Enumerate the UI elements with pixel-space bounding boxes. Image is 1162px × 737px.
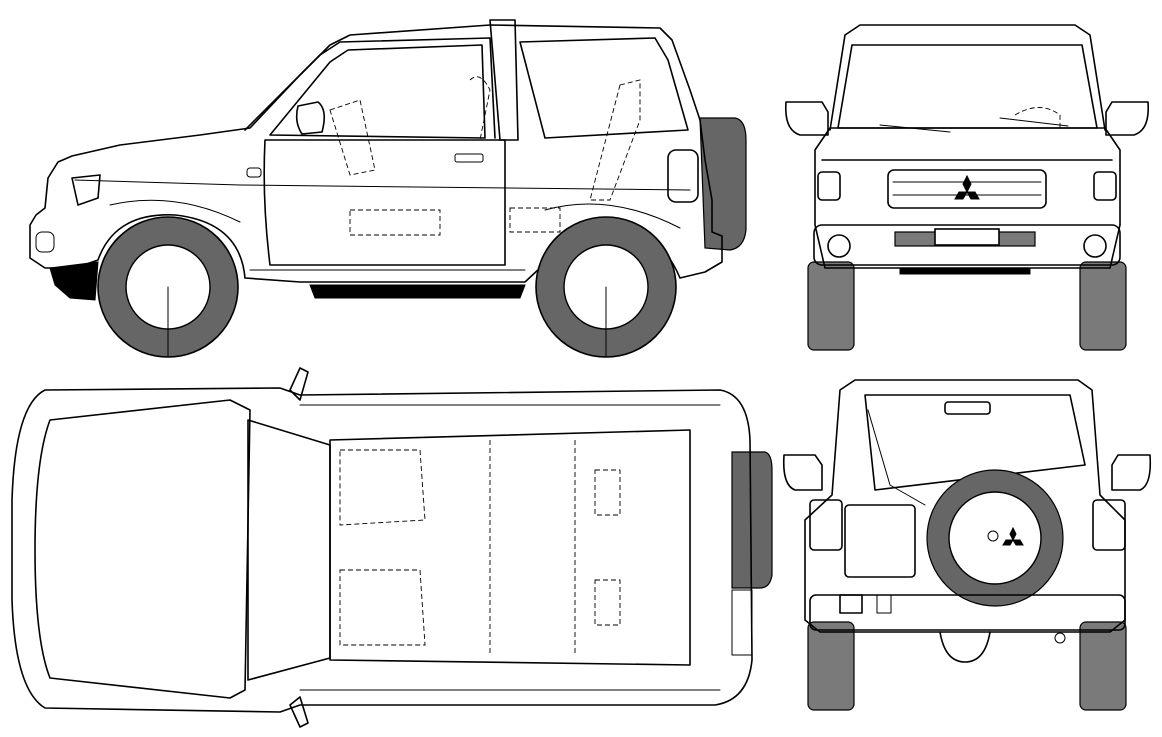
mitsubishi-logo-icon xyxy=(954,174,980,200)
rear-reflector-small xyxy=(876,594,892,614)
side-seat-rear xyxy=(509,79,641,233)
rear-brake-light xyxy=(944,401,991,415)
side-b-pillar xyxy=(489,19,519,141)
top-rear-seat xyxy=(594,469,621,626)
front-interior-seat xyxy=(1014,107,1061,128)
rear-left-taillight xyxy=(809,499,843,551)
top-windshield xyxy=(247,419,331,681)
top-roof xyxy=(329,429,691,666)
rear-bumper xyxy=(809,594,1126,631)
rear-tow-point xyxy=(1054,632,1066,644)
side-windshield-frame xyxy=(244,37,496,139)
rear-left-tire xyxy=(807,621,855,711)
side-front-window xyxy=(269,44,486,139)
front-under-skid xyxy=(899,267,1031,275)
top-body-outline xyxy=(11,387,753,713)
rear-license-area xyxy=(844,504,916,578)
rear-window xyxy=(864,394,1086,491)
rear-reflector-left xyxy=(839,594,863,614)
rear-left-mirror xyxy=(782,454,823,491)
side-seat-front xyxy=(329,99,441,236)
front-right-mirror xyxy=(1105,101,1150,136)
rear-wiper xyxy=(867,409,926,506)
front-bumper xyxy=(813,224,1121,266)
top-hood xyxy=(34,399,251,699)
rear-view xyxy=(782,379,1152,711)
front-left-mirror xyxy=(784,101,829,136)
rear-mitsubishi-logo-icon xyxy=(1002,526,1024,546)
front-view xyxy=(784,24,1150,351)
rear-right-tire xyxy=(1079,621,1127,711)
side-mirror xyxy=(295,101,326,135)
side-front-bumper-lower xyxy=(49,261,99,301)
top-spare-tire xyxy=(731,451,773,589)
front-grille xyxy=(887,169,1047,209)
front-left-tire xyxy=(807,261,855,351)
front-right-headlight xyxy=(1093,171,1117,201)
front-license-plate xyxy=(934,228,1000,246)
side-view xyxy=(29,19,747,358)
side-fuel-cap xyxy=(246,167,262,178)
side-under-frame xyxy=(309,284,526,299)
rear-spare-lock xyxy=(987,530,999,542)
rear-right-mirror xyxy=(1111,454,1152,491)
side-body-crease xyxy=(74,179,691,191)
rear-spare-cover xyxy=(948,491,1042,585)
side-spare-tire xyxy=(699,117,747,251)
front-wipers xyxy=(879,117,1069,133)
top-front-seat-right xyxy=(339,569,426,646)
top-left-mirror xyxy=(289,367,309,401)
side-rear-fender-line xyxy=(544,203,681,229)
front-windshield xyxy=(837,44,1098,129)
front-left-fog-light xyxy=(827,234,851,258)
side-door xyxy=(263,139,506,266)
top-front-seat-left xyxy=(339,449,426,526)
side-door-handle xyxy=(454,153,484,163)
top-view xyxy=(11,367,773,728)
front-right-tire xyxy=(1079,261,1127,351)
front-right-fog-light xyxy=(1083,234,1107,258)
side-fog-light xyxy=(35,231,55,253)
side-rear-window xyxy=(519,37,689,139)
rear-hitch xyxy=(939,631,991,663)
side-taillight xyxy=(667,149,699,203)
front-roof-outline xyxy=(829,24,1106,131)
top-rear-grille xyxy=(731,589,753,656)
front-body xyxy=(814,127,1121,269)
rear-right-taillight xyxy=(1092,499,1126,551)
side-fender-line xyxy=(109,199,241,223)
front-left-headlight xyxy=(817,171,841,201)
side-steering xyxy=(469,76,491,141)
top-right-mirror xyxy=(289,696,309,728)
side-headlight xyxy=(71,174,101,206)
